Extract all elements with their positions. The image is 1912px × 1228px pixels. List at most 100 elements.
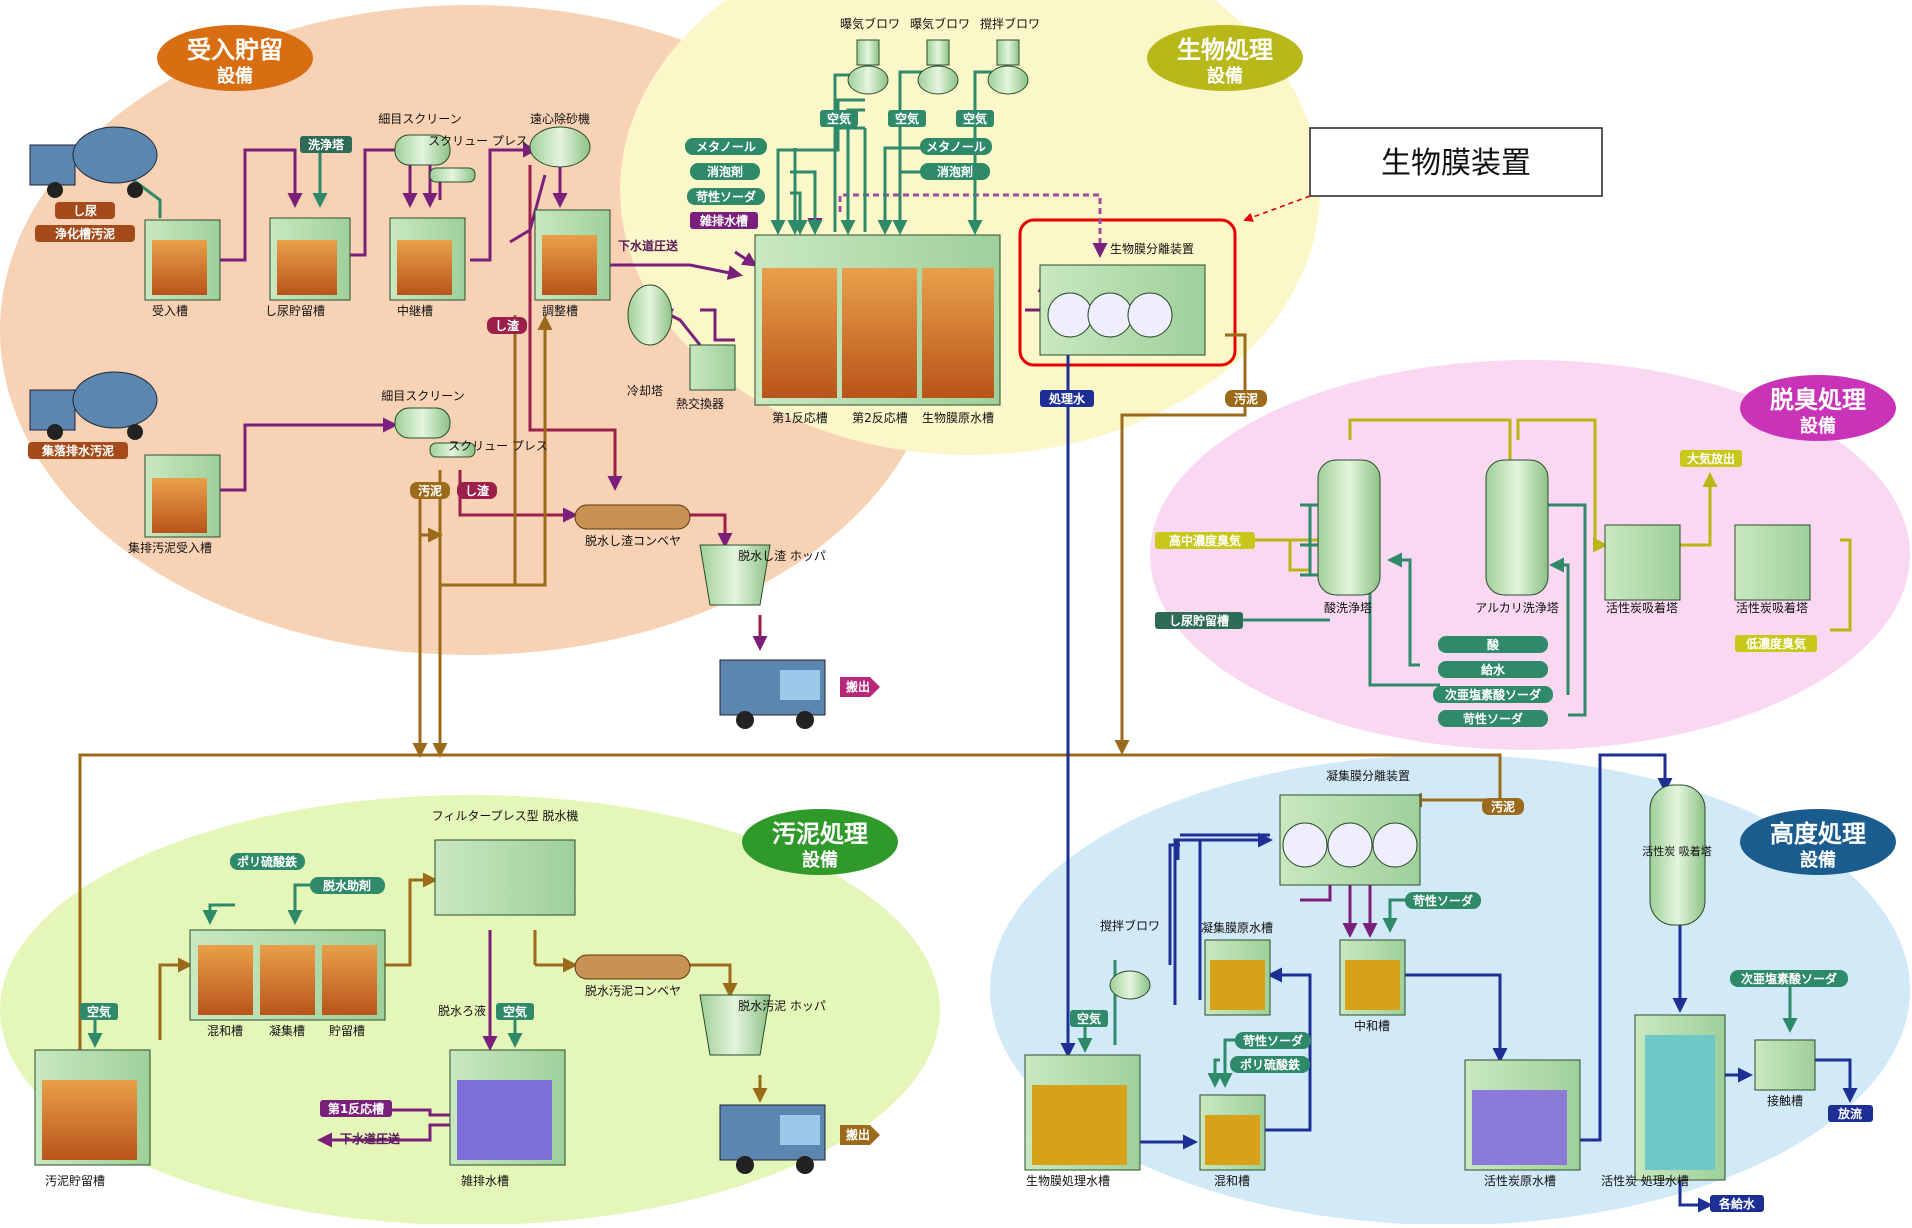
- svg-text:設備: 設備: [1800, 415, 1836, 437]
- label-mixing-tank: 混和槽: [207, 1024, 243, 1038]
- label-sludge-hopper: 脱水汚泥 ホッパ: [738, 998, 826, 1013]
- tag-low-odor: 低濃度臭気: [1745, 636, 1806, 651]
- label-screw-press-2: スクリュー プレス: [448, 439, 548, 453]
- label-coag-membrane-raw: 凝集膜原水槽: [1201, 920, 1273, 935]
- label-fine-screen-1: 細目スクリーン: [378, 112, 461, 126]
- equipment-labels: 受入槽 し尿貯留槽 中継槽 調整槽 細目スクリーン スクリュー プレス 遠心除砂…: [45, 16, 1808, 1188]
- tag-feed-water: 給水: [1481, 662, 1506, 677]
- label-carbon-treated: 活性炭 処理水槽: [1601, 1174, 1689, 1188]
- tanker-truck-2: [29, 371, 158, 440]
- tag-haul-1: 搬出: [846, 679, 870, 694]
- tag-residue-2: し渣: [465, 483, 490, 498]
- tag-air-1: 空気: [827, 111, 851, 126]
- tag-reactor-1-ret: 第1反応槽: [328, 1101, 384, 1116]
- tag-polyferric-2: ポリ硫酸鉄: [1240, 1057, 1300, 1072]
- label-biofilm-treated: 生物膜処理水槽: [1026, 1174, 1110, 1188]
- label-storage-tank: 貯留槽: [329, 1024, 365, 1038]
- label-acid-scrubber: 酸洗浄塔: [1324, 600, 1372, 615]
- tag-wash-tower: 洗浄塔: [308, 137, 345, 152]
- label-reactor-2: 第2反応槽: [852, 411, 908, 425]
- tank-relay: [389, 217, 466, 301]
- dump-truck-2: [719, 1104, 826, 1174]
- tank-receiving: [144, 219, 221, 301]
- tank-night-soil-storage: [269, 217, 351, 301]
- tank-community-receiving: [144, 454, 221, 538]
- tag-sludge-1: 汚泥: [418, 483, 442, 498]
- label-receiving-tank: 受入槽: [152, 304, 188, 318]
- zone-title-sludge: 汚泥処理 設備: [742, 809, 898, 875]
- tag-each-supply: 各給水: [1718, 1196, 1756, 1211]
- svg-text:設備: 設備: [1800, 849, 1836, 871]
- label-carbon-adsorber-1: 活性炭吸着塔: [1606, 600, 1678, 615]
- label-carbon-adsorber-2: 活性炭吸着塔: [1736, 600, 1808, 615]
- tag-sludge-3: 汚泥: [1491, 799, 1515, 814]
- label-coag-separator: 凝集膜分離装置: [1326, 768, 1410, 783]
- coag-membrane-raw-tank: [1204, 939, 1271, 1016]
- label-filter-press: フィルタープレス型 脱水機: [432, 808, 579, 823]
- carbon-treated-tank: [1634, 1014, 1726, 1181]
- zone-sludge: [0, 795, 940, 1225]
- contact-tank: [1754, 1039, 1816, 1091]
- biofilm-callout: 生物膜装置: [1018, 127, 1603, 367]
- misc-drain-tank: [449, 1049, 566, 1166]
- sludge-hopper: [699, 994, 771, 1056]
- svg-text:生物処理: 生物処理: [1177, 36, 1273, 64]
- dump-truck-1: [719, 659, 826, 729]
- label-neutral-tank: 中和槽: [1354, 1018, 1390, 1033]
- label-dewatered-conveyor: 脱水し渣コンベヤ: [585, 533, 681, 548]
- tag-caustic-3: 苛性ソーダ: [1243, 1033, 1303, 1048]
- label-blower-aeration: 曝気ブロワ: [840, 16, 900, 31]
- zone-title-bio: 生物処理 設備: [1147, 25, 1303, 91]
- tag-sewer-1: 下水道圧送: [618, 238, 679, 253]
- tag-atmosphere: 大気放出: [1687, 451, 1735, 466]
- biofilm-separator: [1039, 264, 1206, 356]
- label-blower-aeration2: 曝気ブロワ: [910, 16, 970, 31]
- tag-antifoam-1: 消泡剤: [707, 164, 743, 179]
- dewatered-residue-hopper: [699, 544, 771, 606]
- coag-mixing-tank: [1199, 1094, 1266, 1171]
- zone-title-receiving: 受入貯留 設備: [157, 25, 313, 91]
- tag-sludge-2: 汚泥: [1234, 391, 1258, 406]
- heat-exchanger: [689, 344, 736, 391]
- label-stir-blower: 撹拌ブロワ: [1100, 918, 1160, 933]
- sludge-mixing-block: [189, 929, 386, 1021]
- tag-treated-water: 処理水: [1048, 391, 1086, 406]
- tag-air-4: 空気: [87, 1004, 111, 1019]
- tag-acid: 酸: [1487, 637, 1500, 652]
- label-fine-screen-2: 細目スクリーン: [381, 389, 464, 403]
- label-centrifugal-grit: 遠心除砂機: [530, 111, 590, 126]
- reactor-block: [754, 234, 1001, 406]
- tank-adjust: [534, 209, 611, 301]
- svg-text:受入貯留: 受入貯留: [187, 36, 283, 64]
- label-dewatered-hopper: 脱水し渣 ホッパ: [738, 548, 826, 563]
- tag-antifoam-2: 消泡剤: [937, 164, 973, 179]
- label-alkali-scrubber: アルカリ洗浄塔: [1475, 601, 1559, 615]
- blower-3: [987, 39, 1029, 95]
- pipes: [78, 70, 1858, 1213]
- coag-membrane-separator: [1279, 794, 1421, 886]
- tag-haul-2: 搬出: [846, 1127, 870, 1142]
- tag-hypochlorite-1: 次亜塩素酸ソーダ: [1445, 687, 1541, 702]
- carbon-adsorption-tower: [1649, 784, 1706, 926]
- tag-air-3: 空気: [963, 111, 987, 126]
- tag-air-5: 空気: [503, 1004, 527, 1019]
- label-filtrate: 脱水ろ液: [438, 1003, 486, 1018]
- tag-methanol-1: メタノール: [696, 140, 756, 154]
- svg-text:設備: 設備: [217, 65, 253, 87]
- carbon-raw-tank: [1464, 1059, 1581, 1171]
- label-biofilm-raw: 生物膜原水槽: [922, 411, 994, 425]
- label-heat-exchanger: 熱交換器: [676, 396, 724, 411]
- tag-residue-1: し渣: [495, 318, 520, 333]
- tag-sewer-2: 下水道圧送: [340, 1131, 401, 1146]
- centrifugal-grit-separator: [529, 126, 591, 168]
- sludge-conveyor: [574, 954, 691, 980]
- flow-tags: し尿 浄化槽汚泥 集落排水汚泥 洗浄塔 空気 空気 空気 メタノール 消泡剤 苛…: [28, 110, 1873, 1212]
- dewatered-residue-conveyor: [574, 504, 691, 530]
- label-coag-mix: 混和槽: [1214, 1174, 1250, 1188]
- stir-blower: [1109, 970, 1151, 1000]
- zone-title-deodor: 脱臭処理 設備: [1740, 375, 1896, 441]
- tag-methanol-2: メタノール: [926, 140, 986, 154]
- sludge-storage-tank: [34, 1049, 151, 1166]
- carbon-adsorber-2: [1734, 524, 1811, 601]
